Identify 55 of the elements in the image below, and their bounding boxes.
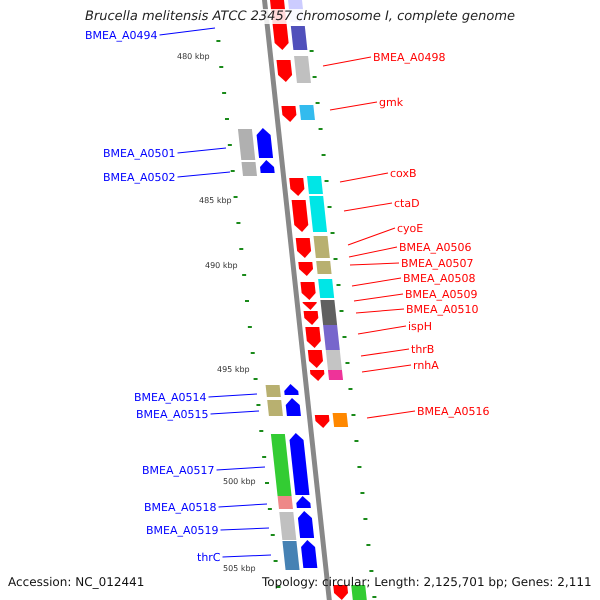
gene-label: coxB (390, 166, 416, 180)
leader-line (177, 148, 226, 154)
leader-line (348, 246, 398, 258)
leader-line (362, 364, 412, 372)
leader-line (210, 410, 260, 414)
leader-line (216, 466, 266, 470)
gene-label: BMEA_A0519 (146, 524, 219, 536)
gene-label: BMEA_A0502 (103, 170, 176, 184)
info-text: Accession: NC_012441 (8, 575, 144, 589)
gene-label: thrB (411, 342, 434, 356)
leader-line (340, 172, 388, 182)
gene-label: BMEA_A0494 (85, 28, 158, 42)
title: Brucella melitensis ATCC 23457 chromosome I, complete genome (83, 9, 518, 24)
scale-label: 480 kbp (177, 52, 210, 60)
gene-label: BMEA_A0508 (403, 272, 476, 284)
leader-line (208, 394, 258, 398)
gene-label: BMEA_A0514 (134, 390, 207, 404)
gene-label: ctaD (394, 196, 420, 210)
gene-label: BMEA_A0507 (401, 256, 474, 270)
leader-line (218, 504, 268, 508)
leader-line (177, 172, 230, 178)
scale-label: 485 kbp (199, 196, 232, 204)
scale-label: 500 kbp (223, 476, 256, 486)
gene-label: thrC (197, 550, 220, 564)
gene-label: ispH (408, 320, 432, 332)
leader-line (360, 348, 410, 356)
scale-label: 490 kbp (205, 260, 238, 270)
gene-label: BMEA_A0518 (144, 500, 217, 514)
gene-label: BMEA_A0501 (103, 146, 176, 160)
leader-line (220, 528, 270, 530)
gene-label: BMEA_A0510 (406, 302, 479, 316)
gene-label: rnhA (413, 358, 439, 372)
gene-label: BMEA_A0517 (142, 464, 215, 476)
gene-label: cyoE (397, 222, 424, 234)
leader-line (354, 294, 404, 302)
scale-label: 505 kbp (223, 564, 256, 572)
leader-line (222, 554, 272, 558)
gene-label: BMEA_A0515 (136, 408, 209, 420)
gene-label: BMEA_A0509 (405, 288, 478, 300)
leader-line (348, 228, 396, 246)
leader-line (322, 56, 372, 66)
gene-label: BMEA_A0498 (373, 50, 446, 64)
leader-line (350, 262, 400, 266)
leader-line (358, 326, 406, 334)
leader-line (159, 28, 216, 36)
scale-label: 495 kbp (217, 364, 250, 374)
leader-line (330, 102, 378, 110)
gene-label: BMEA_A0506 (399, 240, 472, 254)
leader-line (356, 308, 404, 314)
leader-line (366, 410, 416, 418)
gene-label: gmk (379, 96, 404, 108)
leader-line (352, 278, 402, 286)
info-text: Topology: circular; Length: 2,125,701 bp; Genes: 2,111 (262, 575, 592, 589)
leader-line (344, 202, 392, 212)
gene-label: BMEA_A0516 (417, 404, 490, 418)
